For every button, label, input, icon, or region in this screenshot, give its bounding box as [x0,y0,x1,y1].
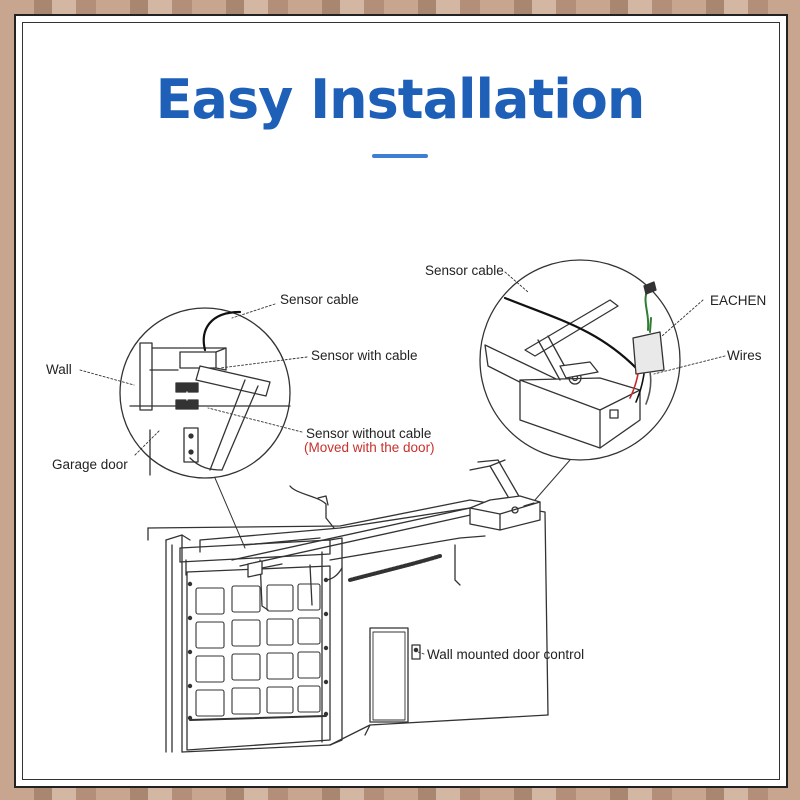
page-title: Easy Installation [155,68,646,131]
label-garage-door: Garage door [52,457,128,472]
label-eachen: EACHEN [710,293,767,308]
sensor-detail-left [119,307,291,549]
label-wires: Wires [727,348,762,363]
garage-door [165,534,343,753]
sensor-detail-right [479,259,681,501]
content-panel [22,22,780,780]
door-tracks [199,507,486,611]
label-sensor-cable-left: Sensor cable [280,292,359,307]
label-sensor-cable-right: Sensor cable [425,263,504,278]
label-moved-with-door: (Moved with the door) [304,440,435,455]
callout-lines [79,271,726,655]
garage-opener [231,459,541,578]
label-wall-control: Wall mounted door control [427,647,585,662]
label-sensor-without-cable: Sensor without cable [306,426,432,441]
garage-room [147,499,549,746]
title-underline [372,154,428,158]
label-wall: Wall [46,362,72,377]
label-sensor-with-cable: Sensor with cable [311,348,418,363]
